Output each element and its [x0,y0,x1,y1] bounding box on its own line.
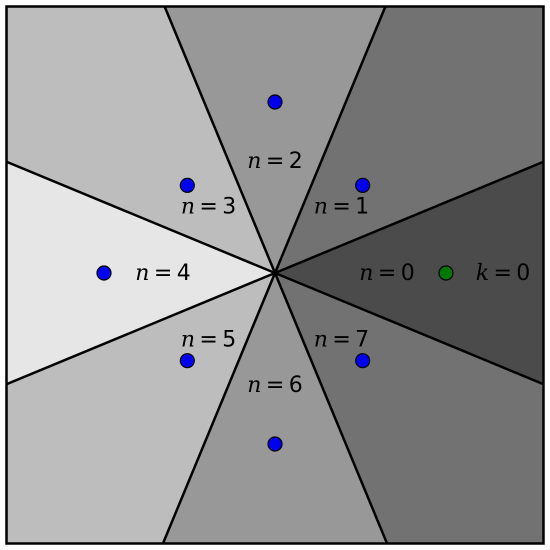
labels-layer: n = 0 n = 1 n = 2 n = 3 n = 4 n = 5 n = 6 n = 7… [135,149,530,398]
points-layer [96,94,454,452]
special-point [438,265,454,281]
sector-point-5 [179,353,195,369]
dividers-layer [6,6,544,544]
sector-divider [274,271,544,386]
sector-point-4 [96,265,112,281]
sector-1 [275,6,544,273]
sector-divider [6,271,276,386]
sector-point-6 [267,436,283,452]
sector-label-7: n = 7 [314,327,369,352]
sector-4 [6,161,275,385]
sector-label-3: n = 3 [181,194,236,219]
sector-point-3 [179,177,195,193]
sector-3 [6,6,275,273]
sector-label-6: n = 6 [247,373,302,398]
sector-label-2: n = 2 [247,149,302,174]
sector-divider [163,6,277,274]
sector-0 [275,161,544,385]
sector-label-0: n = 0 [359,261,414,286]
sectors-layer [6,6,544,544]
sector-point-1 [355,177,371,193]
diagram-frame [5,5,545,545]
sector-divider [273,272,389,544]
special-label: k = 0 [476,261,531,286]
sector-divider [274,160,544,275]
sector-label-4: n = 4 [135,261,190,286]
sector-divider [273,6,387,274]
sector-6 [162,273,388,544]
sector-5 [6,273,275,544]
sector-divider [161,272,277,544]
sector-point-2 [267,94,283,110]
sector-7 [275,273,544,544]
sector-label-5: n = 5 [181,327,236,352]
sector-2 [164,6,386,273]
sector-point-7 [355,353,371,369]
sector-label-1: n = 1 [314,194,369,219]
sector-divider [6,160,276,275]
